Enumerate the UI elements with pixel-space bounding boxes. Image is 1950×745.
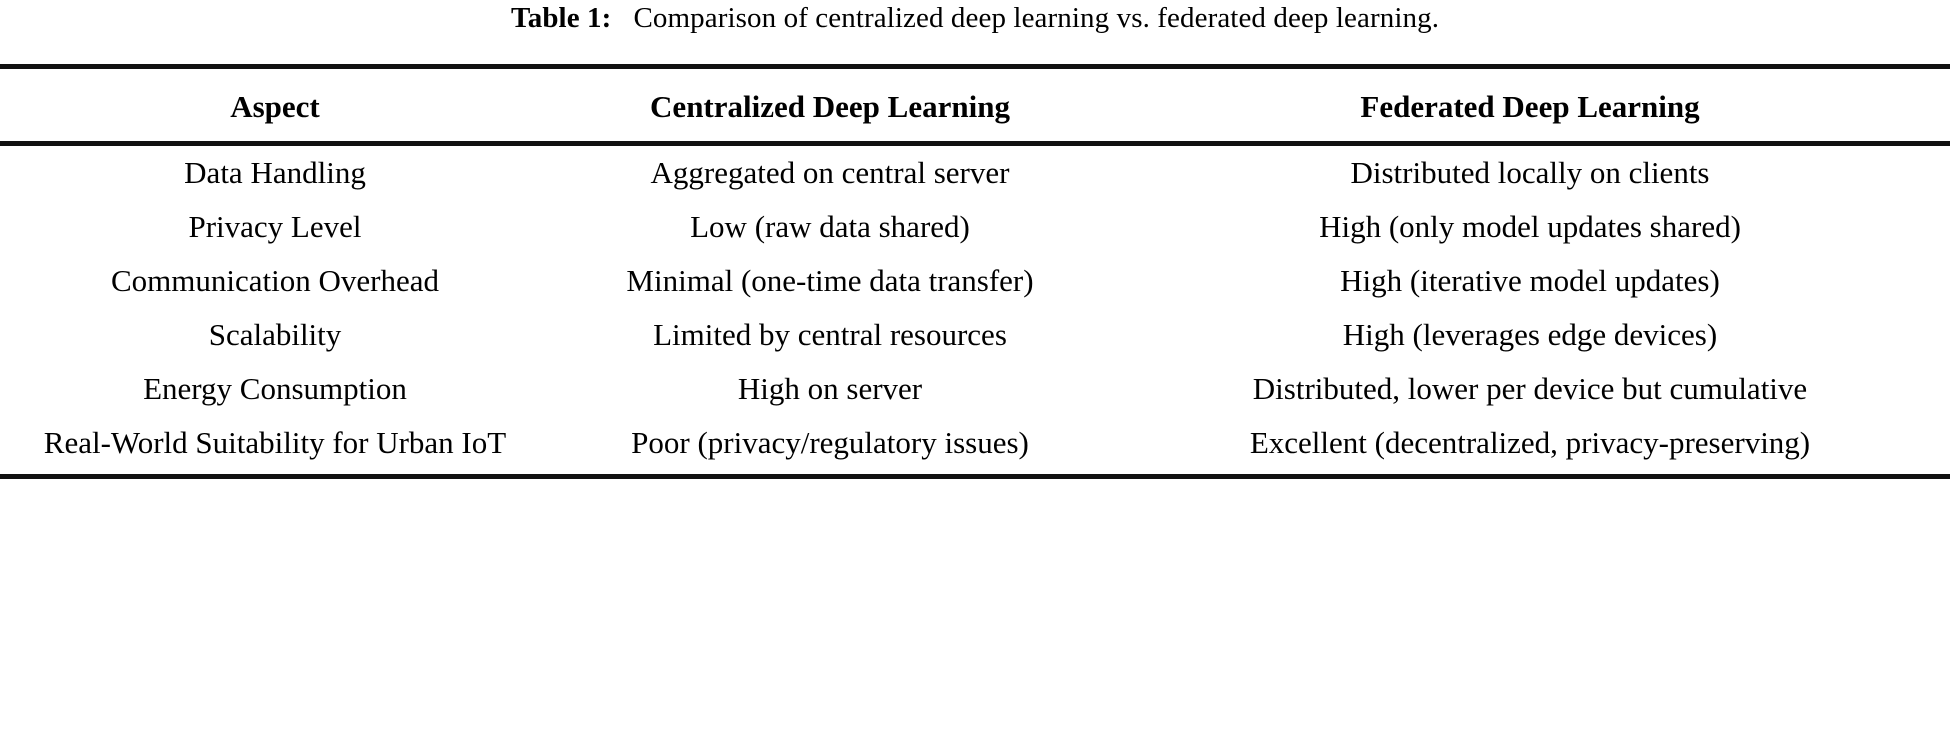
cell-centralized: Aggregated on central server (650, 154, 1010, 190)
header-row: Aspect Centralized Deep Learning Federat… (0, 73, 1950, 144)
table-head: Aspect Centralized Deep Learning Federat… (0, 64, 1950, 148)
table-row: Data Handling Aggregated on central serv… (0, 146, 1950, 200)
rule-mid-seg (550, 140, 1110, 148)
rule-top (0, 64, 1950, 73)
cell-federated: High (iterative model updates) (1340, 262, 1720, 298)
cell-centralized: Low (raw data shared) (690, 208, 970, 244)
table-row: Scalability Limited by central resources… (0, 308, 1950, 362)
column-header-centralized: Centralized Deep Learning (650, 88, 1010, 124)
cell-federated: High (only model updates shared) (1319, 208, 1741, 244)
cell-aspect: Privacy Level (188, 208, 362, 244)
cell-aspect: Communication Overhead (111, 262, 439, 298)
rule-top-seg (550, 64, 1110, 73)
rule-mid-seg (0, 140, 550, 148)
cell-centralized: Minimal (one-time data transfer) (626, 262, 1034, 298)
table-row: Real-World Suitability for Urban IoT Poo… (0, 416, 1950, 470)
cell-aspect: Data Handling (184, 154, 366, 190)
cell-aspect: Real-World Suitability for Urban IoT (43, 424, 507, 460)
rule-top-seg (1110, 64, 1950, 73)
cell-federated: High (leverages edge devices) (1342, 316, 1718, 352)
comparison-table: Aspect Centralized Deep Learning Federat… (0, 64, 1950, 481)
table-row: Privacy Level Low (raw data shared) High… (0, 200, 1950, 254)
column-header-federated: Federated Deep Learning (1360, 88, 1700, 124)
cell-centralized: High on server (737, 370, 923, 406)
cell-aspect: Energy Consumption (143, 370, 407, 406)
caption-label: Table 1: (510, 2, 612, 34)
rule-bottom (0, 473, 1950, 481)
rule-top-seg (0, 64, 550, 73)
caption-text: Comparison of centralized deep learning … (633, 2, 1440, 34)
cell-centralized: Poor (privacy/regulatory issues) (631, 424, 1029, 460)
cell-centralized: Limited by central resources (653, 316, 1007, 352)
rule-bot-seg (0, 473, 550, 481)
table-row: Energy Consumption High on server Distri… (0, 362, 1950, 416)
cell-aspect: Scalability (208, 316, 342, 352)
table-body: Data Handling Aggregated on central serv… (0, 146, 1950, 481)
rule-mid-seg (1110, 140, 1950, 148)
cell-federated: Excellent (decentralized, privacy-preser… (1249, 424, 1811, 460)
cell-federated: Distributed locally on clients (1350, 154, 1710, 190)
cell-federated: Distributed, lower per device but cumula… (1252, 370, 1808, 406)
rule-bot-seg (1110, 473, 1950, 481)
table-caption: Table 1: Comparison of centralized deep … (0, 0, 1950, 36)
rule-bot-seg (550, 473, 1110, 481)
rule-header-separator (0, 140, 1950, 148)
table-row: Communication Overhead Minimal (one-time… (0, 254, 1950, 308)
column-header-aspect: Aspect (230, 88, 320, 124)
comparison-table-container: Aspect Centralized Deep Learning Federat… (0, 64, 1950, 481)
